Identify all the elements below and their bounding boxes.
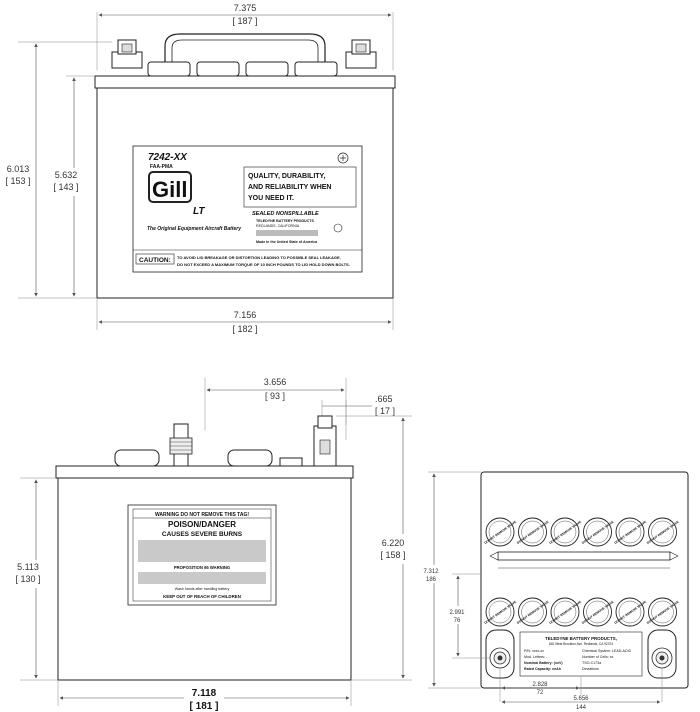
front-bottom-width-in: 7.156 (234, 310, 257, 320)
side-vent-caps (114, 449, 303, 467)
side-terminal-span-mm: [ 93 ] (265, 391, 285, 401)
front-label: 7242-XX FAA-PMA Gill LT The Original Equ… (132, 145, 363, 273)
top-label-nominal: Nominal Battery: (xxV) (524, 661, 563, 665)
company-name: TELEDYNE BATTERY PRODUCTS (256, 219, 314, 223)
warning-tag: WARNING DO NOT REMOVE THIS TAG! (155, 512, 249, 518)
top-terminal-x-mm: 72 (537, 690, 544, 696)
recycle-icon (333, 223, 343, 233)
vent-cap: DO NOT REMOVE VALVE (484, 517, 517, 547)
vent-cap: DO NOT REMOVE VALVE (614, 597, 647, 627)
front-height-total-in: 6.013 (7, 164, 30, 174)
vent-cap: DO NOT REMOVE VALVE (646, 597, 680, 627)
top-depth-mm: 186 (426, 577, 437, 583)
vent-cap: DO NOT REMOVE VALVE (484, 597, 517, 627)
side-terminal-offset-in: .665 (375, 394, 393, 404)
top-label-tso: TSO-C173a (582, 661, 601, 665)
side-width-mm: [ 181 ] (190, 701, 219, 712)
side-warning-label: WARNING DO NOT REMOVE THIS TAG! POISON/D… (127, 504, 277, 606)
prop65-warning: PROPOSITION 65 WARNING (174, 565, 230, 570)
top-label-chem: Chemical System: LEAD-ACID (582, 649, 632, 653)
made-in: Made in the United State of America (256, 240, 318, 244)
brand-logo-text: Gill (152, 177, 187, 202)
model-sub: FAA-PMA (150, 164, 173, 170)
side-height-case-in: 5.113 (17, 562, 39, 572)
wash-hands: Wash hands after handling battery (175, 587, 230, 591)
handle (164, 33, 326, 68)
fine-print-block (256, 230, 318, 236)
vent-cap: DO NOT REMOVE VALVE (516, 517, 550, 547)
side-terminal-left (169, 423, 193, 469)
front-lid (94, 75, 396, 89)
front-bottom-width-mm: [ 182 ] (232, 324, 257, 334)
side-height-total-in: 6.220 (382, 538, 405, 548)
causes-burns: CAUSES SEVERE BURNS (162, 531, 243, 538)
top-width-mm: 144 (576, 705, 587, 711)
front-view: 7.375 [ 187 ] (3, 3, 396, 334)
top-label-pn: P/N: xxxx-xx (524, 649, 544, 653)
top-handle (497, 551, 671, 561)
company-city: REDLANDS, CALIFORNIA (256, 224, 300, 228)
front-top-width-mm: [ 187 ] (232, 16, 257, 26)
side-height-total-mm: [ 158 ] (380, 550, 405, 560)
side-height-case-mm: [ 130 ] (15, 574, 40, 584)
warning-fine-print (138, 540, 266, 562)
vent-cap: DO NOT REMOVE VALVE (581, 597, 615, 627)
poison-danger: POISON/DANGER (168, 520, 236, 529)
tagline: The Original Equipment Aircraft Battery (147, 226, 241, 232)
sealed-nonspillable: SEALED NONSPILLABLE (252, 211, 319, 217)
caution-line-2: DO NOT EXCEED A MAXIMUM TORQUE OF 10 INC… (177, 262, 350, 267)
front-top-width-in: 7.375 (234, 3, 257, 13)
top-label-dev: Deviations (582, 667, 599, 671)
quality-line-3: YOU NEED IT. (248, 195, 294, 202)
front-height-case-mm: [ 143 ] (53, 182, 78, 192)
vent-cap: DO NOT REMOVE VALVE (516, 597, 550, 627)
front-terminal-right (345, 39, 377, 69)
top-label: TELEDYNE BATTERY PRODUCTS, 840 West Broc… (519, 631, 643, 677)
caution-line-1: TO AVOID LID BREAKAGE OR DISTORTION LEAD… (177, 255, 341, 260)
top-width-in: 5.656 (573, 696, 589, 702)
top-label-rated: Rated Capacity: xxAh (524, 667, 561, 671)
vent-cap: DO NOT REMOVE VALVE (581, 517, 615, 547)
top-terminal-x-in: 2.828 (532, 682, 548, 688)
side-terminal-offset-mm: [ 17 ] (375, 406, 395, 416)
front-height-case-in: 5.632 (55, 170, 78, 180)
vent-cap: DO NOT REMOVE VALVE (549, 517, 582, 547)
top-label-address: 840 West Brockton Ave. Redlands, CA 9237… (549, 642, 613, 646)
caution-title: CAUTION: (139, 257, 171, 264)
vent-cap: DO NOT REMOVE VALVE (614, 517, 647, 547)
front-height-total-mm: [ 153 ] (5, 176, 30, 186)
vent-cap: DO NOT REMOVE VALVE (646, 517, 680, 547)
top-vent-row-in: 2.991 (449, 610, 465, 616)
side-terminal-span-in: 3.656 (264, 377, 287, 387)
front-vent-caps (147, 61, 338, 77)
keep-out-of-reach: KEEP OUT OF REACH OF CHILDREN (163, 594, 241, 599)
side-terminal-right (313, 415, 337, 467)
vent-cap: DO NOT REMOVE VALVE (549, 597, 582, 627)
top-depth-in: 7.312 (423, 569, 439, 575)
quality-line-1: QUALITY, DURABILITY, (248, 173, 325, 180)
side-lid (55, 465, 354, 479)
top-label-company: TELEDYNE BATTERY PRODUCTS, (545, 636, 617, 641)
top-label-cells: Number of Cells: xx (582, 655, 614, 659)
front-terminal-left (111, 39, 143, 69)
top-label-mod: Mod. Letters: - (524, 655, 548, 659)
model-number: 7242-XX (148, 152, 188, 163)
quality-line-2: AND RELIABILITY WHEN (248, 184, 331, 191)
top-vent-row-mm: 76 (454, 618, 461, 624)
side-width-in: 7.118 (192, 688, 217, 699)
prop65-fine-print (138, 572, 266, 584)
brand-suffix: LT (193, 206, 205, 217)
side-view: 3.656 [ 93 ] .665 [ 17 ] (10, 377, 420, 712)
